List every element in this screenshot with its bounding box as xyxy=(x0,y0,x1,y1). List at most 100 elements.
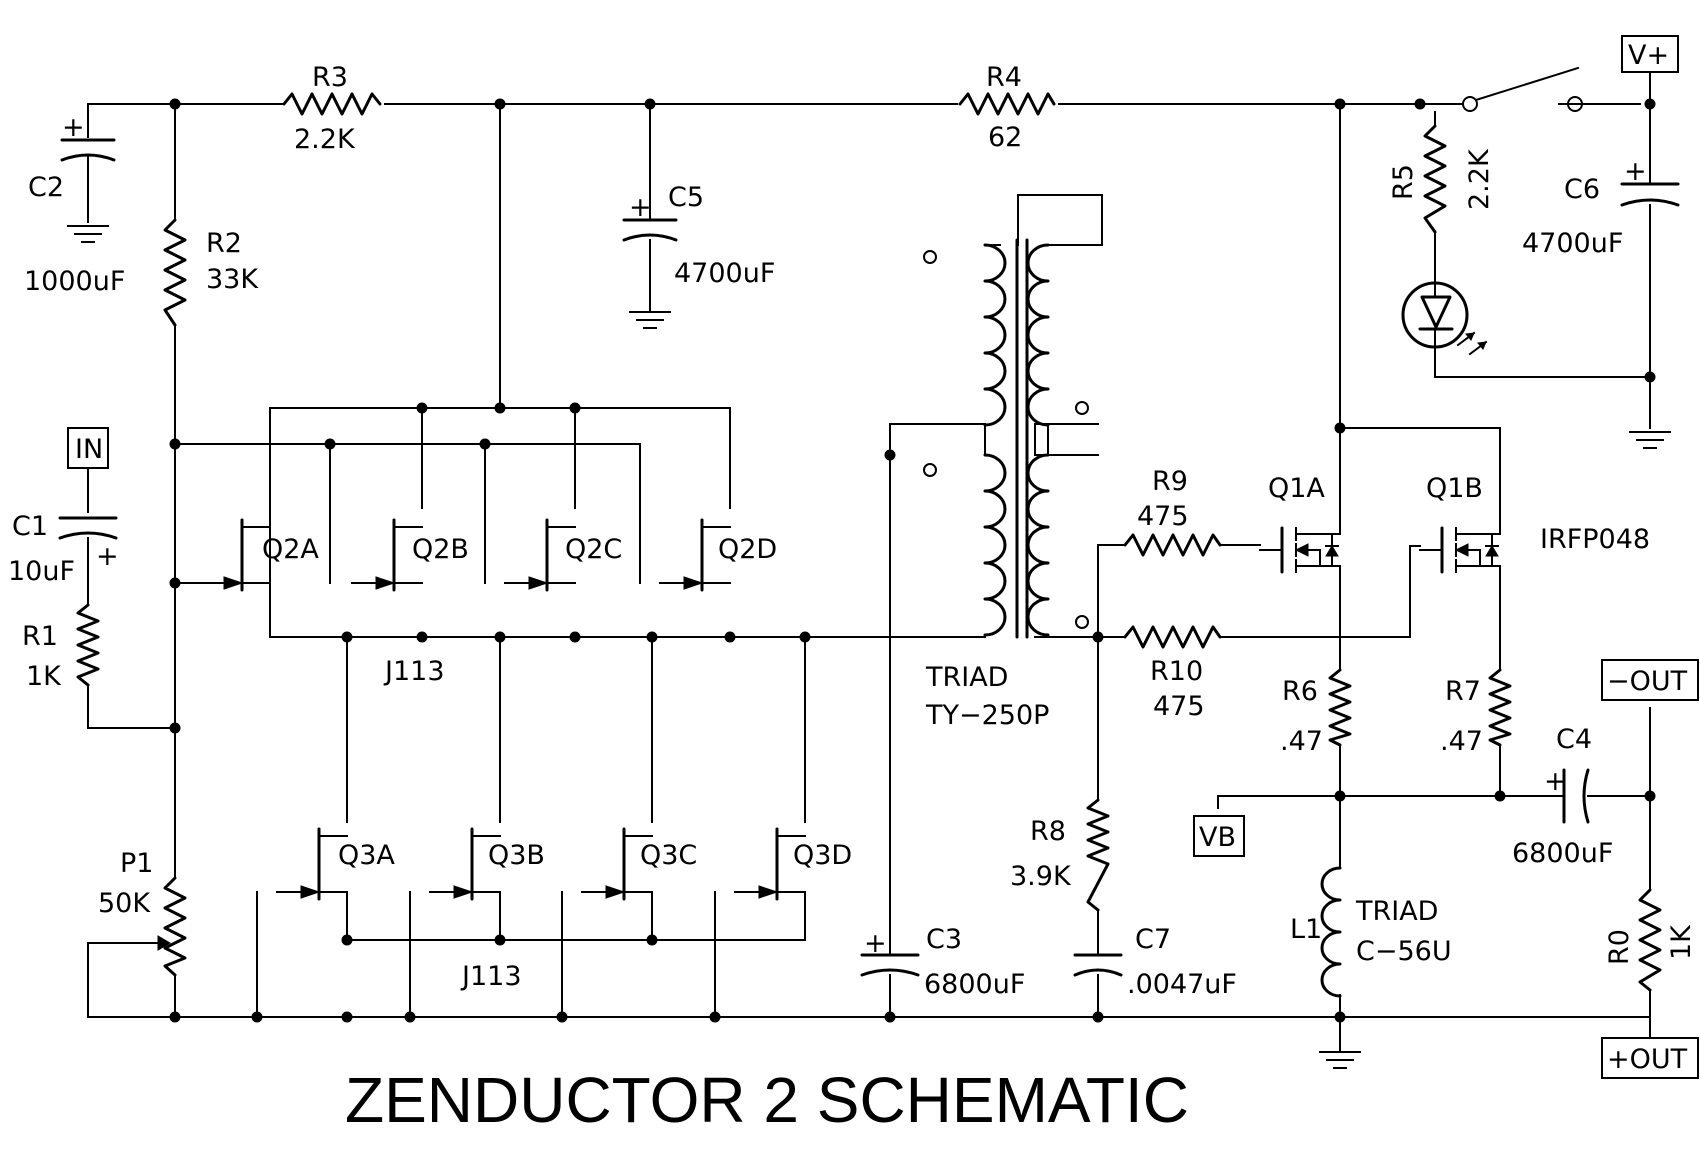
resistor-r4 xyxy=(958,92,1058,116)
schematic-title: ZENDUCTOR 2 SCHEMATIC xyxy=(345,1064,1189,1136)
port-in-label: IN xyxy=(75,434,103,465)
q3b-ref: Q3B xyxy=(488,840,545,871)
q2b-ref: Q2B xyxy=(412,534,469,565)
transformer-part: TY−250P xyxy=(925,700,1049,731)
resistor-r9 xyxy=(1123,533,1222,557)
p1-ref: P1 xyxy=(120,848,153,879)
c7-ref: C7 xyxy=(1135,924,1171,955)
r0-value: 1K xyxy=(1666,924,1697,960)
port-out-pos-box xyxy=(1601,1037,1699,1079)
c5-ref: C5 xyxy=(668,182,704,213)
port-vb-box xyxy=(1193,815,1245,857)
polarity-plus-c1: + xyxy=(96,541,119,572)
capacitor-c1: + xyxy=(58,516,119,572)
r7-ref: R7 xyxy=(1445,676,1481,707)
transformer-make: TRIAD xyxy=(925,662,1008,693)
resistor-r8 xyxy=(1086,798,1110,912)
q2c-ref: Q2C xyxy=(565,534,622,565)
mosfet-part: IRFP048 xyxy=(1540,524,1650,555)
c3-value: 6800uF xyxy=(924,969,1025,1000)
ground-c5 xyxy=(629,311,671,329)
led xyxy=(1401,281,1488,356)
c3-ref: C3 xyxy=(926,924,962,955)
c6-value: 4700uF xyxy=(1522,228,1623,259)
jfet-q2a xyxy=(198,518,272,592)
r5-ref: R5 xyxy=(1388,164,1419,200)
mosfet-q1b xyxy=(1418,508,1502,592)
r7-value: .47 xyxy=(1440,726,1483,757)
port-out-neg-label: −OUT xyxy=(1607,666,1688,697)
c6-ref: C6 xyxy=(1564,174,1600,205)
c2-ref: C2 xyxy=(28,172,64,203)
p1-value: 50K xyxy=(98,888,151,919)
capacitor-c7 xyxy=(1073,953,1123,977)
jfet-q3a xyxy=(275,827,349,901)
q3c-ref: Q3C xyxy=(640,840,697,871)
r10-value: 475 xyxy=(1153,691,1205,722)
r1-value: 1K xyxy=(26,661,62,692)
resistor-r2 xyxy=(163,218,187,327)
port-in-box xyxy=(67,427,109,469)
junction-dots xyxy=(169,98,1656,1023)
r3-value: 2.2K xyxy=(294,124,356,155)
port-boxes xyxy=(67,35,1699,1079)
r9-value: 475 xyxy=(1137,501,1189,532)
l1-part: C−56U xyxy=(1356,936,1452,967)
r4-value: 62 xyxy=(988,122,1022,153)
c4-ref: C4 xyxy=(1556,724,1592,755)
capacitor-c3: + xyxy=(860,928,920,977)
c4-value: 6800uF xyxy=(1512,838,1613,869)
mosfet-q1a xyxy=(1258,508,1342,592)
polarity-plus-c6: + xyxy=(1624,156,1647,187)
c7-value: .0047uF xyxy=(1127,969,1237,1000)
port-vplus-label: V+ xyxy=(1628,40,1669,71)
q3a-ref: Q3A xyxy=(338,840,395,871)
polarity-plus-c4: + xyxy=(1544,766,1567,797)
r3-ref: R3 xyxy=(312,62,348,93)
port-vplus-box xyxy=(1621,35,1679,73)
r6-ref: R6 xyxy=(1282,676,1318,707)
inductor-l1 xyxy=(1320,859,1342,1018)
c5-value: 4700uF xyxy=(674,258,775,289)
port-out-pos-label: +OUT xyxy=(1607,1044,1688,1075)
r5-value: 2.2K xyxy=(1464,148,1495,210)
capacitor-c4: + xyxy=(1544,766,1590,824)
r8-ref: R8 xyxy=(1030,816,1066,847)
resistor-r0 xyxy=(1638,888,1662,992)
q3-part: J113 xyxy=(460,961,522,992)
l1-make: TRIAD xyxy=(1355,896,1438,927)
q3d-ref: Q3D xyxy=(793,840,852,871)
port-vb-label: VB xyxy=(1199,822,1236,853)
c1-ref: C1 xyxy=(12,511,48,542)
potentiometer-p1 xyxy=(151,876,187,977)
polarity-plus-c3: + xyxy=(864,928,887,959)
polarity-plus-c5: + xyxy=(629,192,652,223)
transformer-ty250p xyxy=(923,194,1103,639)
resistor-r3 xyxy=(282,92,384,116)
capacitor-c2: + xyxy=(60,112,116,162)
resistor-r5 xyxy=(1423,124,1447,234)
ground-c6 xyxy=(1629,431,1671,449)
q2d-ref: Q2D xyxy=(718,534,777,565)
resistor-r10 xyxy=(1123,625,1222,649)
q2a-ref: Q2A xyxy=(262,534,319,565)
resistor-r7 xyxy=(1488,668,1512,747)
r2-value: 33K xyxy=(206,264,259,295)
r2-ref: R2 xyxy=(206,228,242,259)
r9-ref: R9 xyxy=(1152,466,1188,497)
l1-ref: L1 xyxy=(1290,914,1322,945)
capacitor-c5: + xyxy=(622,192,678,242)
ground-c2 xyxy=(67,225,109,243)
resistor-r6 xyxy=(1328,668,1352,747)
port-out-neg-box xyxy=(1601,659,1699,701)
polarity-plus-c2: + xyxy=(62,112,85,143)
resistor-r1 xyxy=(76,603,100,687)
switch xyxy=(1427,66,1583,112)
r0-ref: R0 xyxy=(1604,929,1635,965)
ground-l1 xyxy=(1319,1051,1361,1069)
c1-value: 10uF xyxy=(8,556,75,587)
r6-value: .47 xyxy=(1280,726,1323,757)
q1b-ref: Q1B xyxy=(1426,473,1483,504)
